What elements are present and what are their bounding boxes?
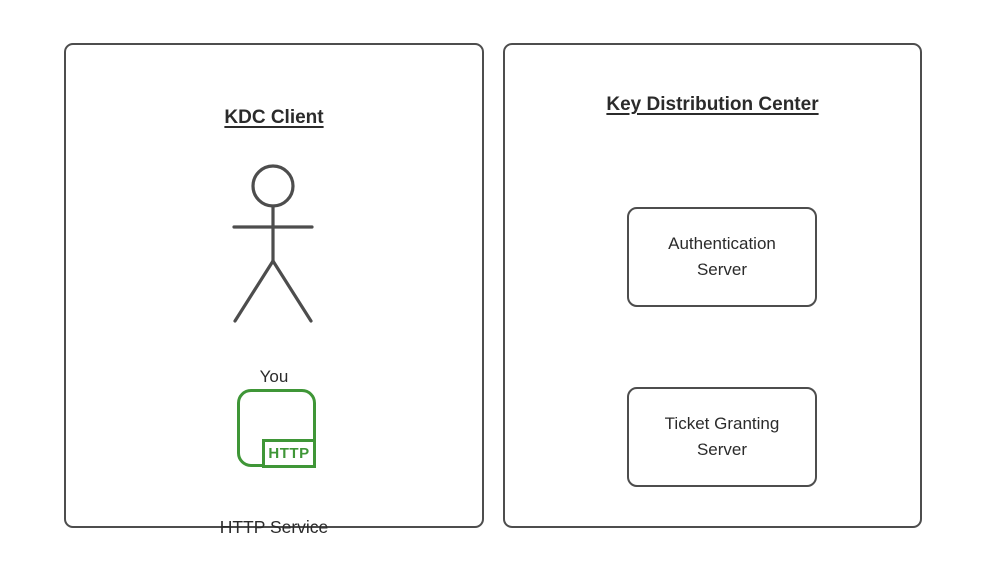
actor-label: You xyxy=(259,367,289,386)
kdc-client-panel: KDC Client You HTTP HTTP Service xyxy=(64,43,484,537)
http-icon-badge: HTTP xyxy=(262,439,316,468)
ticket-granting-server-label: Ticket Granting Server xyxy=(664,414,780,459)
key-distribution-center-title: Key Distribution Center xyxy=(606,94,819,115)
stick-figure-icon xyxy=(232,164,314,323)
http-service-icon: HTTP xyxy=(237,389,317,469)
authentication-server-box: Authentication Server xyxy=(627,207,817,307)
key-distribution-center-panel: Key Distribution Center Authentication S… xyxy=(503,43,922,528)
ticket-granting-server-box: Ticket Granting Server xyxy=(627,387,817,487)
kdc-client-title: KDC Client xyxy=(224,107,324,128)
http-icon-label: HTTP xyxy=(268,445,310,462)
http-service-label: HTTP Service xyxy=(219,517,329,537)
authentication-server-label: Authentication Server xyxy=(668,234,776,279)
